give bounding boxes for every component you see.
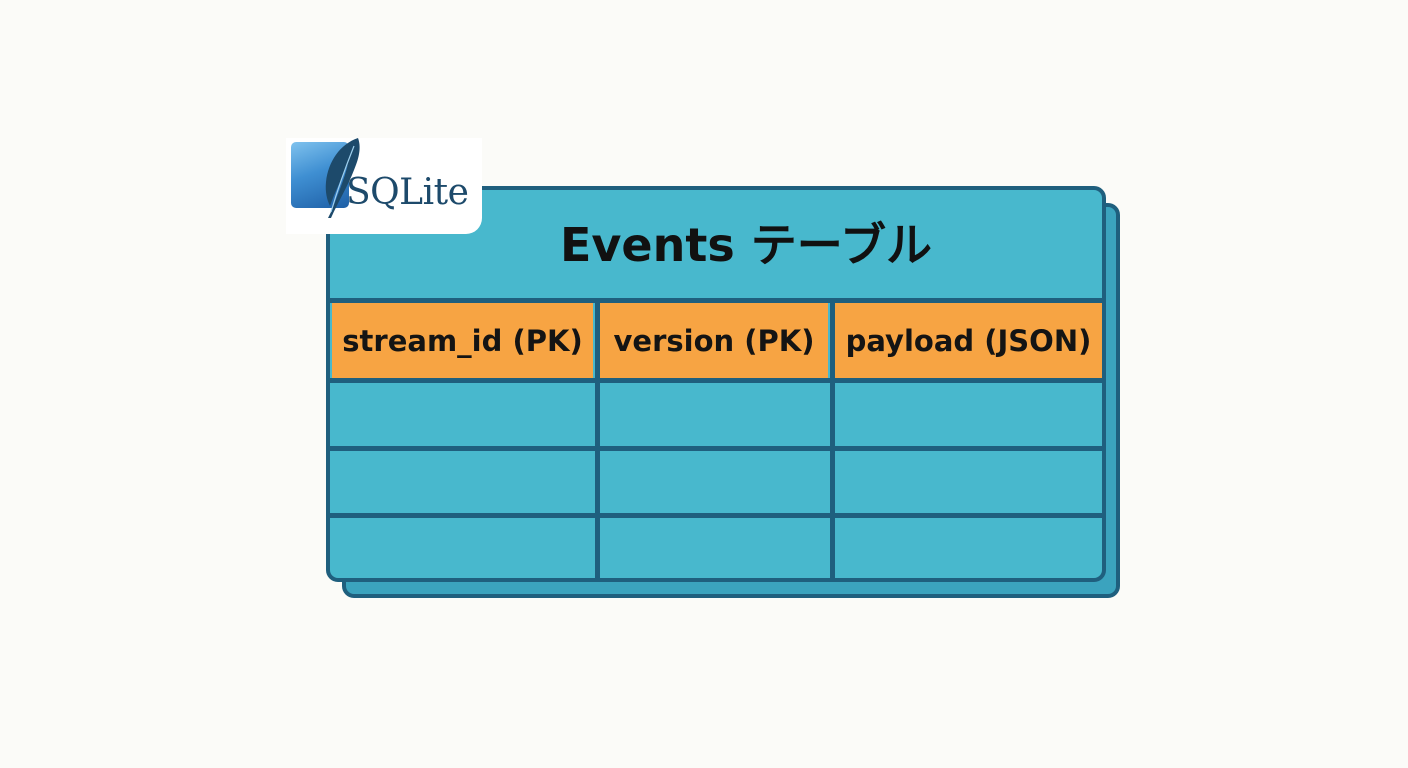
table-row bbox=[330, 451, 1102, 513]
grid-line bbox=[330, 298, 1102, 303]
grid-line bbox=[595, 298, 600, 578]
table-row bbox=[330, 383, 1102, 446]
events-table-card: Events テーブル stream_id (PK) version (PK) … bbox=[326, 186, 1106, 582]
column-header-stream-id: stream_id (PK) bbox=[332, 303, 593, 378]
table-row bbox=[330, 518, 1102, 578]
table-grid: stream_id (PK) version (PK) payload (JSO… bbox=[330, 298, 1102, 578]
grid-line bbox=[330, 513, 1102, 518]
column-header-payload: payload (JSON) bbox=[835, 303, 1102, 378]
column-header-version: version (PK) bbox=[600, 303, 828, 378]
sqlite-logo-text: SQLite bbox=[346, 172, 469, 213]
grid-line bbox=[330, 446, 1102, 451]
grid-line bbox=[830, 298, 835, 578]
feather-icon bbox=[325, 138, 360, 218]
table-title: Events テーブル bbox=[560, 218, 932, 272]
grid-line bbox=[330, 378, 1102, 383]
